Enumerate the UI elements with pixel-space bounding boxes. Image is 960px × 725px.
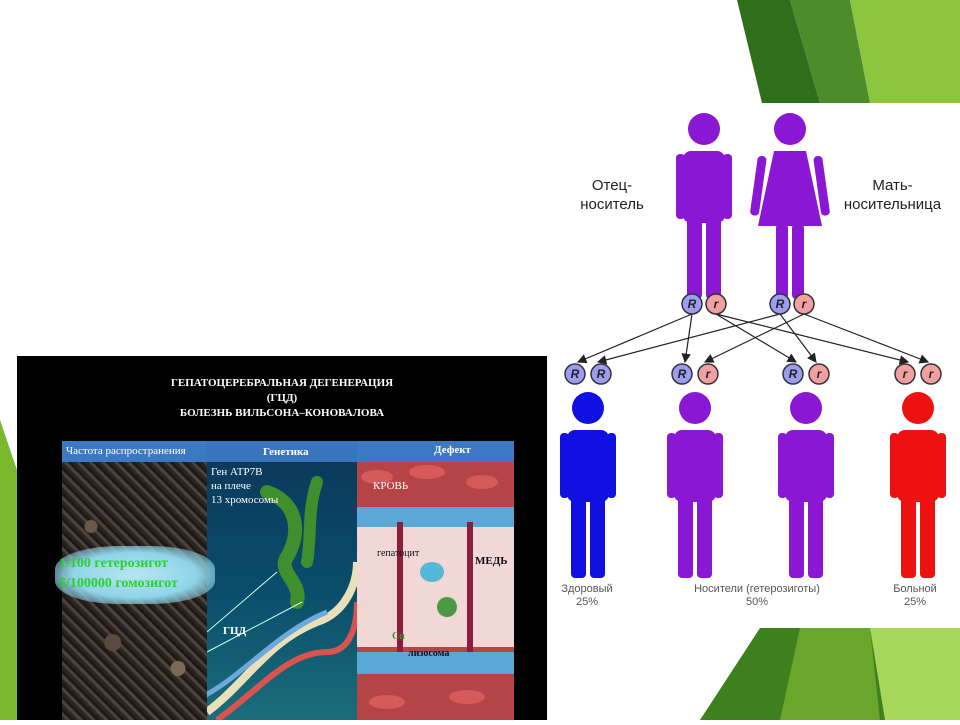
defect-header: Дефект — [357, 441, 514, 462]
father-allele-2-circle — [705, 293, 727, 315]
father-label: Отец- носитель — [557, 176, 667, 214]
title-line-3: БОЛЕЗНЬ ВИЛЬСОНА–КОНОВАЛОВА — [179, 407, 385, 419]
genetics-header: Генетика — [207, 441, 357, 462]
child-2-figure — [667, 392, 723, 578]
child-4-allele-1-text: r — [903, 367, 909, 381]
child-4-figure — [890, 392, 946, 578]
blood-cell-image — [357, 462, 514, 720]
mother-label-line-2: носительница — [843, 196, 942, 213]
green-stripe-dark — [737, 0, 820, 103]
chromosome-image — [200, 462, 361, 723]
dna-helix-illustration — [200, 476, 361, 723]
title-line-1: ГЕПАТОЦЕРЕБРАЛЬНАЯ ДЕГЕНЕРАЦИЯ — [170, 377, 394, 389]
inheritance-arrow — [576, 313, 693, 364]
healthy-label-line-1: Здоровый — [561, 583, 613, 595]
father-label-line-2: носитель — [580, 196, 644, 213]
carriers-label-line-1: Носители (гетерозиготы) — [694, 583, 820, 595]
inheritance-arrow — [703, 313, 805, 363]
inheritance-arrow — [715, 313, 798, 363]
child-3-figure — [778, 392, 834, 578]
child-1-allele-1-circle — [564, 363, 586, 385]
mother-label-line-1: Мать- — [872, 177, 913, 194]
green-bottom-light — [870, 628, 960, 720]
green-bottom-mid — [780, 628, 880, 720]
father-allele-1-circle — [681, 293, 703, 315]
child-1-allele-1-text: R — [571, 367, 580, 381]
child-3-allele-1-text: R — [789, 367, 798, 381]
mother-figure — [750, 113, 830, 299]
stats-highlight — [55, 546, 215, 604]
carriers-label-line-2: 50% — [745, 596, 769, 608]
inheritance-arrow — [803, 313, 930, 364]
mother-allele-2-text: r — [802, 297, 808, 311]
mother-allele-2-circle — [793, 293, 815, 315]
healthy-label: Здоровый 25% — [547, 583, 627, 609]
child-1-allele-2-text: R — [597, 367, 606, 381]
affected-label-line-2: 25% — [903, 596, 927, 608]
father-figure — [676, 113, 732, 299]
father-label-line-1: Отец- — [591, 177, 633, 194]
frequency-header: Частота распространения — [62, 441, 207, 462]
child-4-allele-2-text: r — [929, 367, 935, 381]
defect-label: Дефект — [434, 444, 471, 456]
child-4-allele-2-circle — [920, 363, 942, 385]
child-3-allele-2-text: r — [817, 367, 823, 381]
inheritance-arrow — [681, 313, 693, 364]
cu-label: Cu — [392, 631, 405, 642]
father-allele-1-text: R — [688, 297, 697, 311]
healthy-label-line-2: 25% — [575, 596, 599, 608]
child-2-allele-1-text: R — [678, 367, 687, 381]
gene-info: Ген ATP7B на плече 13 хромосомы — [211, 465, 278, 507]
slide-title: ГЕПАТОЦЕРЕБРАЛЬНАЯ ДЕГЕНЕРАЦИЯ (ГЦД) БОЛ… — [17, 376, 547, 421]
homozygote-stat: $/100000 гомозигот — [59, 576, 178, 591]
gene-info-line-3: 13 хромосомы — [211, 494, 279, 506]
child-1-figure — [560, 392, 616, 578]
child-1-allele-2-circle — [590, 363, 612, 385]
child-3-allele-2-circle — [808, 363, 830, 385]
inheritance-arrow — [715, 313, 910, 365]
green-stripe-mid — [790, 0, 870, 103]
affected-label: Больной 25% — [875, 583, 955, 609]
child-4-allele-1-circle — [894, 363, 916, 385]
lysosome-label: лизосома — [408, 648, 450, 659]
title-line-2: (ГЦД) — [266, 392, 298, 404]
child-2-allele-2-text: r — [706, 367, 712, 381]
hepatocyte-label: гепатоцит — [377, 548, 420, 559]
green-left-edge — [0, 420, 17, 720]
green-stripe-light — [850, 0, 960, 103]
carriers-label: Носители (гетерозиготы) 50% — [667, 583, 847, 609]
genetics-label: Генетика — [263, 446, 309, 458]
mother-label: Мать- носительница — [830, 176, 955, 214]
mother-allele-1-text: R — [776, 297, 785, 311]
child-3-allele-1-circle — [782, 363, 804, 385]
child-2-allele-2-circle — [697, 363, 719, 385]
copper-label: МЕДЬ — [475, 555, 508, 567]
heterozygote-stat: 1/100 гетерозигот — [59, 556, 169, 571]
gcd-label: ГЦД — [223, 625, 247, 637]
blood-label: КРОВЬ — [373, 480, 409, 492]
father-allele-2-text: r — [714, 297, 720, 311]
gene-info-line-1: Ген ATP7B — [211, 466, 263, 478]
child-2-allele-1-circle — [671, 363, 693, 385]
blood-vessel-illustration — [357, 465, 514, 709]
inheritance-arrow — [779, 313, 817, 363]
affected-label-line-1: Больной — [893, 583, 937, 595]
mother-allele-1-circle — [769, 293, 791, 315]
frequency-label: Частота распространения — [66, 445, 186, 457]
gene-info-line-2: на плече — [211, 480, 251, 492]
wilson-disease-slide: ГЕПАТОЦЕРЕБРАЛЬНАЯ ДЕГЕНЕРАЦИЯ (ГЦД) БОЛ… — [17, 356, 547, 723]
